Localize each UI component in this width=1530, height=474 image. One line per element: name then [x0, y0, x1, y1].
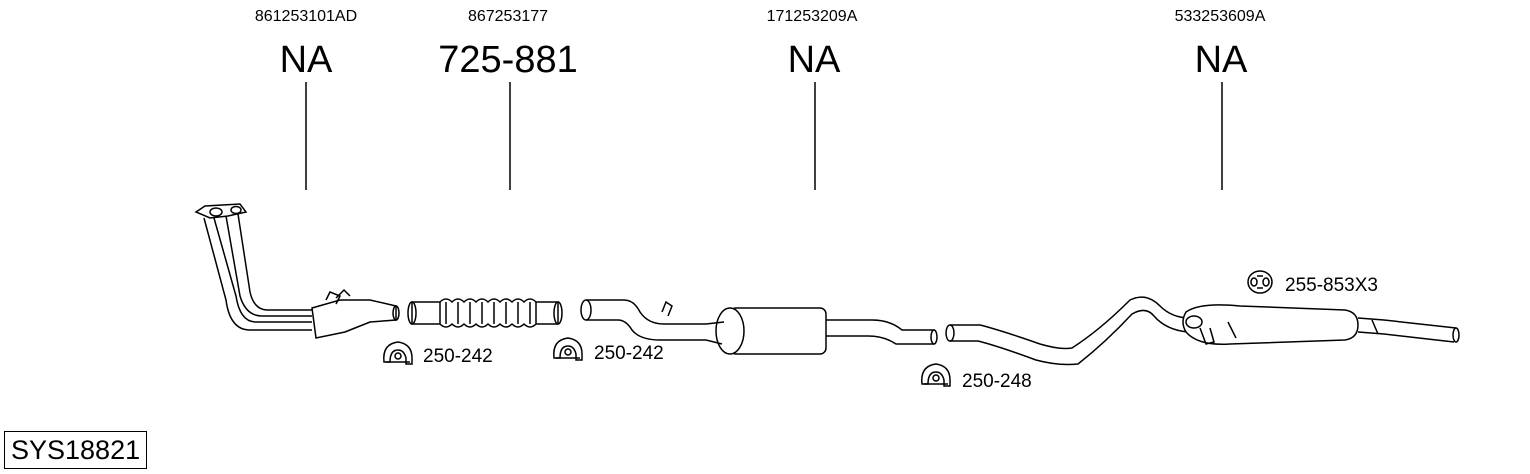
oem-number-2: 867253177: [467, 8, 549, 25]
rear-silencer-part: [945, 296, 1460, 366]
front-pipe-part: [194, 203, 400, 339]
oem-number-3: 171253209A: [766, 8, 858, 25]
clamp-icon: [553, 337, 583, 361]
clamp-icon: [383, 341, 413, 365]
clamp-icon: [921, 363, 951, 387]
part-ref-4: NA: [1194, 39, 1248, 81]
accessory-label-1: 250-242: [423, 346, 493, 367]
part-ref-3: NA: [787, 39, 841, 81]
accessory-label-2: 250-242: [594, 343, 664, 364]
accessory-label-3: 250-248: [962, 371, 1032, 392]
oem-number-1: 861253101AD: [254, 8, 358, 25]
accessory-label-4: 255-853X3: [1285, 275, 1378, 296]
system-code: SYS18821: [4, 431, 148, 469]
part-ref-1: NA: [279, 39, 333, 81]
rubber-hanger-icon: [1247, 270, 1273, 294]
oem-number-4: 533253609A: [1174, 8, 1266, 25]
flex-pipe-part: [407, 298, 563, 328]
part-ref-2: 725-881: [438, 39, 578, 81]
middle-silencer-part: [580, 299, 938, 355]
